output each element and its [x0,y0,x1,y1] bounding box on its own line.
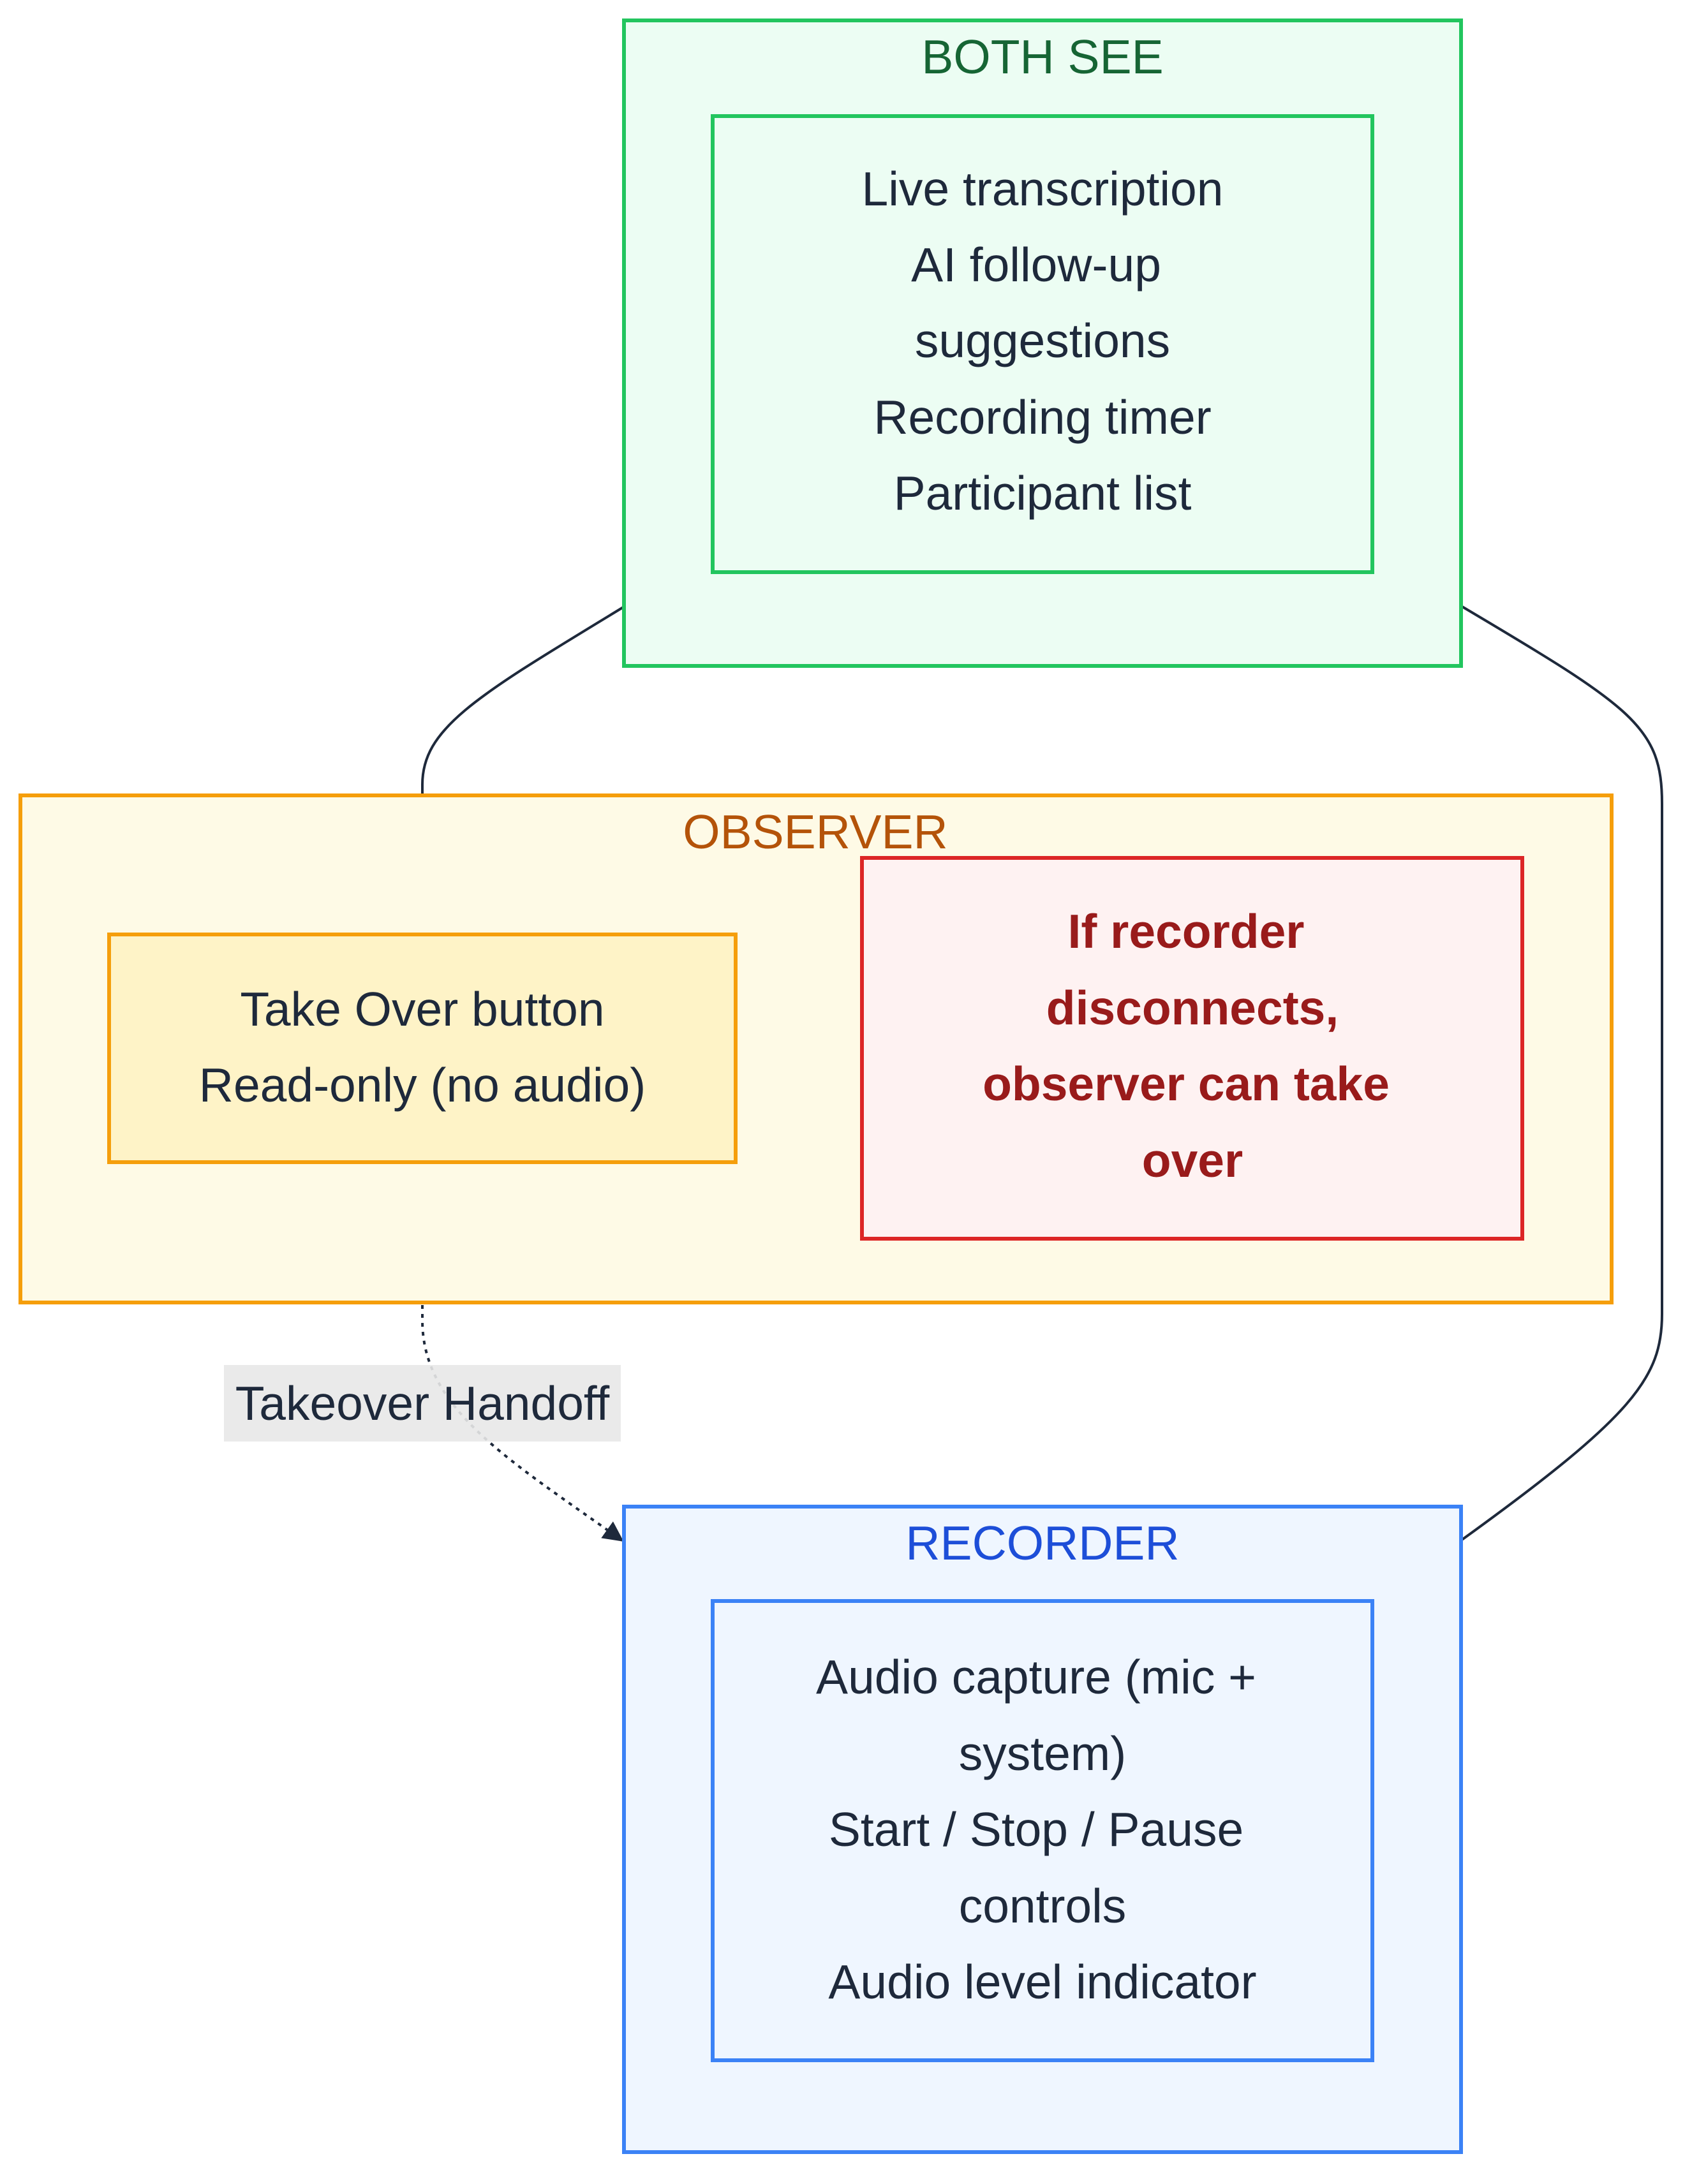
recorder-group: RECORDER Audio capture (mic + system) St… [622,1505,1463,2154]
both-see-line-4: Recording timer [873,390,1211,444]
observer-group: OBSERVER Take Over button Read-only (no … [19,793,1614,1304]
both-see-group: BOTH SEE Live transcription AI follow-up… [622,18,1463,668]
alert-line-2: disconnects, [1046,981,1339,1035]
alert-line-3: observer can take [983,1057,1390,1110]
alert-line-4: over [1142,1133,1243,1187]
both-see-line-3: suggestions [915,314,1170,367]
edge-both-to-recorder [1460,605,1663,1542]
edge-both-to-observer [421,605,627,795]
recorder-title: RECORDER [905,1516,1179,1570]
recorder-line-3: Start / Stop / Pause [829,1803,1243,1856]
both-see-node[interactable] [711,114,1374,574]
handoff-label-text: Takeover Handoff [235,1376,610,1430]
take-over-node[interactable] [107,933,738,1164]
recorder-node[interactable] [711,1599,1374,2062]
both-see-line-1: Live transcription [862,162,1224,216]
recorder-line-4: controls [959,1879,1127,1933]
handoff-edge-label: Takeover Handoff [224,1365,621,1442]
take-over-line-2: Read-only (no audio) [199,1058,646,1112]
takeover-alert-note [860,856,1524,1241]
both-see-line-2: AI follow-up [911,238,1161,291]
recorder-line-5: Audio level indicator [828,1955,1256,2009]
handoff-label-background [224,1365,621,1442]
observer-title: OBSERVER [683,805,947,859]
recorder-line-2: system) [959,1727,1127,1780]
take-over-line-1: Take Over button [240,982,604,1036]
both-see-title: BOTH SEE [921,30,1163,84]
alert-line-1: If recorder [1068,904,1305,958]
both-see-line-5: Participant list [894,466,1192,520]
recorder-line-1: Audio capture (mic + [816,1650,1256,1704]
